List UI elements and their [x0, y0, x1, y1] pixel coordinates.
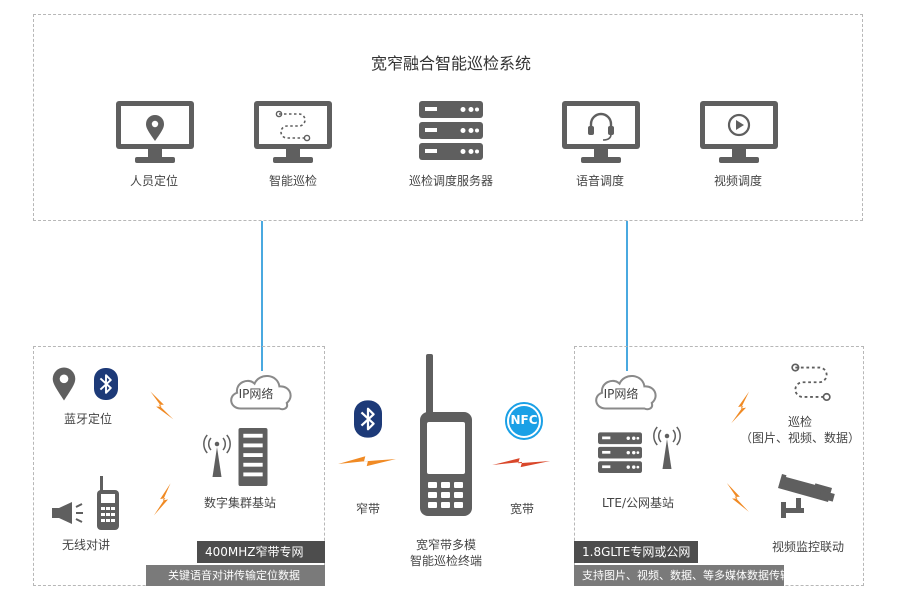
bluetooth-icon	[354, 398, 382, 440]
speaker-icon	[52, 502, 83, 524]
signal-bolt-icon	[492, 458, 551, 468]
bluetooth-icon	[94, 366, 118, 402]
narrowband-tag-sub: 关键语音对讲传输定位数据	[146, 565, 325, 586]
signal-bolt-icon	[338, 456, 396, 467]
walkie-label: 无线对讲	[61, 538, 111, 552]
terminal-label-line1: 宽窄带多模	[415, 538, 477, 552]
patrol-label: 巡检	[787, 415, 813, 429]
left-network-link	[261, 221, 263, 371]
patrol-sub-label: （图片、视频、数据）	[739, 431, 861, 445]
system-item-label: 人员定位	[129, 174, 179, 188]
location-monitor-icon	[115, 100, 195, 164]
bt-location-label: 蓝牙定位	[63, 412, 113, 426]
left-cloud-label: IP网络	[238, 387, 274, 401]
narrowband-tag-title: 400MHZ窄带专网	[197, 541, 325, 563]
server-icon	[598, 432, 642, 474]
antenna-icon	[202, 426, 232, 486]
patrol-route-icon	[788, 362, 834, 408]
antenna-icon	[652, 418, 682, 478]
right-network-link	[626, 221, 628, 371]
system-item-label: 智能巡检	[268, 174, 318, 188]
right-station-label: LTE/公网基站	[602, 496, 674, 510]
location-pin-icon	[51, 366, 77, 402]
system-title: 宽窄融合智能巡检系统	[370, 54, 532, 73]
handheld-terminal-icon	[420, 354, 472, 516]
patrol-route-monitor-icon	[253, 100, 333, 164]
narrowband-label: 窄带	[355, 502, 381, 516]
cctv-camera-icon	[778, 473, 835, 518]
broadband-tag-sub: 支持图片、视频、数据、等多媒体数据传输	[574, 565, 791, 586]
rack-server-icon	[238, 428, 268, 486]
walkie-talkie-icon	[97, 476, 119, 530]
video-linkage-label: 视频监控联动	[771, 540, 845, 554]
server-icon	[419, 101, 483, 161]
system-panel	[33, 14, 863, 221]
left-station-label: 数字集群基站	[203, 496, 277, 510]
system-item-label: 巡检调度服务器	[408, 174, 494, 188]
broadband-label: 宽带	[509, 502, 535, 516]
video-play-monitor-icon	[699, 100, 779, 164]
right-cloud-label: IP网络	[603, 387, 639, 401]
headset-monitor-icon	[561, 100, 641, 164]
broadband-tag-title: 1.8GLTE专网或公网	[574, 541, 698, 563]
system-item-label: 语音调度	[575, 174, 625, 188]
terminal-label-line2: 智能巡检终端	[409, 554, 483, 568]
nfc-icon	[505, 402, 543, 440]
nfc-label: NFC	[510, 413, 538, 427]
system-item-label: 视频调度	[713, 174, 763, 188]
